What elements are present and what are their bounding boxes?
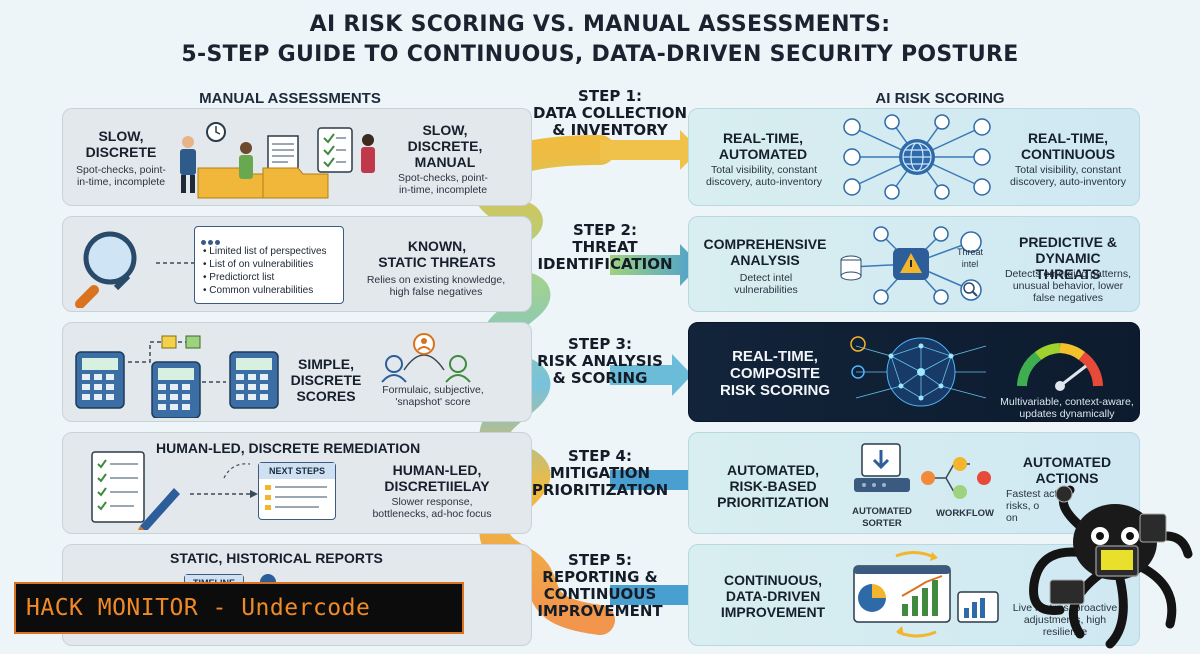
- step1-manual-b-title: SLOW,DISCRETE,MANUAL: [407, 122, 483, 170]
- dashed-arrow: [190, 490, 258, 498]
- step1-manual-a-title: SLOW,DISCRETE: [85, 128, 157, 160]
- list-item: List of on vulnerabilities: [203, 258, 337, 271]
- step-arrows: [600, 130, 710, 616]
- next-steps-header: NEXT STEPS: [259, 463, 335, 479]
- title-line-1: AI RISK SCORING VS. MANUAL ASSESSMENTS:: [309, 12, 891, 37]
- next-steps-card: NEXT STEPS: [258, 462, 336, 520]
- octopus-hacker-logo: [1029, 485, 1193, 649]
- watermark-banner: HACK MONITOR - Undercode: [14, 582, 464, 634]
- people-assessment-icon: [381, 333, 471, 383]
- step1-arrow: [600, 130, 700, 170]
- step1-manual-a-desc: Spot-checks, point-in-time, incomplete: [76, 164, 166, 188]
- people-folders-icon: [180, 122, 375, 199]
- step1-manual-b-desc: Spot-checks, point-in-time, incomplete: [398, 172, 488, 196]
- workflow-label: WORKFLOW: [935, 508, 995, 519]
- step3-ai-b-desc: Multivariable, context-aware,updates dyn…: [1000, 396, 1134, 420]
- live-dashboard-icon: [853, 551, 999, 638]
- risk-gauge-icon: [1017, 343, 1103, 391]
- manual-column-header: MANUAL ASSESSMENTS: [199, 90, 381, 107]
- mini-dashed-arrow: [223, 463, 251, 479]
- list-item: Predictiorct list: [203, 271, 337, 284]
- step1-ai-b-title: REAL-TIME,CONTINUOUS: [1020, 130, 1116, 162]
- ai-panel-step4: [688, 432, 1140, 534]
- window-dots: [201, 232, 220, 250]
- manual-panel-step3: [62, 322, 532, 422]
- step5-arrow: [610, 574, 710, 616]
- step4-manual-a-title: HUMAN-LED, DISCRETE REMEDIATION: [156, 440, 421, 456]
- step5-manual-a-title: STATIC, HISTORICAL REPORTS: [170, 550, 383, 566]
- magnifier-icon: [75, 231, 137, 308]
- step1-ai-a-title: REAL-TIME,AUTOMATED: [718, 130, 808, 162]
- step4-manual-b-desc: Slower response,bottlenecks, ad-hoc focu…: [372, 496, 492, 520]
- next-steps-lines: [265, 485, 327, 510]
- step2-arrow: [610, 244, 700, 286]
- network-globe-icon: [843, 114, 991, 200]
- step3-manual-b-desc: Formulaic, subjective,'snapshot' score: [382, 384, 484, 408]
- step2-ai-b-title: PREDICTIVE &DYNAMIC THREATS: [1018, 234, 1117, 282]
- automated-sorter-icon: [854, 443, 991, 499]
- step2-label: STEP 2:THREAT IDENTIFICATION: [537, 221, 673, 273]
- ai-column-header: AI RISK SCORING: [875, 90, 1005, 107]
- step2-manual-b-desc: Relies on existing knowledge,high false …: [366, 274, 506, 298]
- calculators-icon: [75, 335, 279, 418]
- step3-arrow: [610, 354, 692, 396]
- title-line-2: 5-STEP GUIDE TO CONTINUOUS, DATA-DRIVEN …: [181, 42, 1019, 67]
- vulnerability-list: Limited list of perspectives List of on …: [195, 227, 343, 301]
- threat-network-icon: [840, 226, 982, 305]
- neural-network-globe-icon: [850, 336, 987, 407]
- dashed-connector: [156, 262, 194, 264]
- step4-arrow: [610, 459, 710, 501]
- vulnerability-list-window: Limited list of perspectives List of on …: [194, 226, 344, 304]
- checklist-pen-icon: [91, 451, 180, 530]
- list-item: Limited list of perspectives: [203, 245, 337, 258]
- step2-ai-b-desc: Detects emerging patterns,unusual behavi…: [1004, 268, 1132, 304]
- step1-label: STEP 1:DATA COLLECTION& INVENTORY: [532, 87, 688, 139]
- step2-manual-b-title: KNOWN,STATIC THREATS: [378, 238, 496, 270]
- calculator-icon: [75, 351, 125, 409]
- step4-manual-b-title: HUMAN-LED,DISCRETIIELAY: [384, 462, 490, 494]
- step3-label: STEP 3:RISK ANALYSIS& SCORING: [537, 335, 663, 387]
- list-item: Common vulnerabilities: [203, 284, 337, 297]
